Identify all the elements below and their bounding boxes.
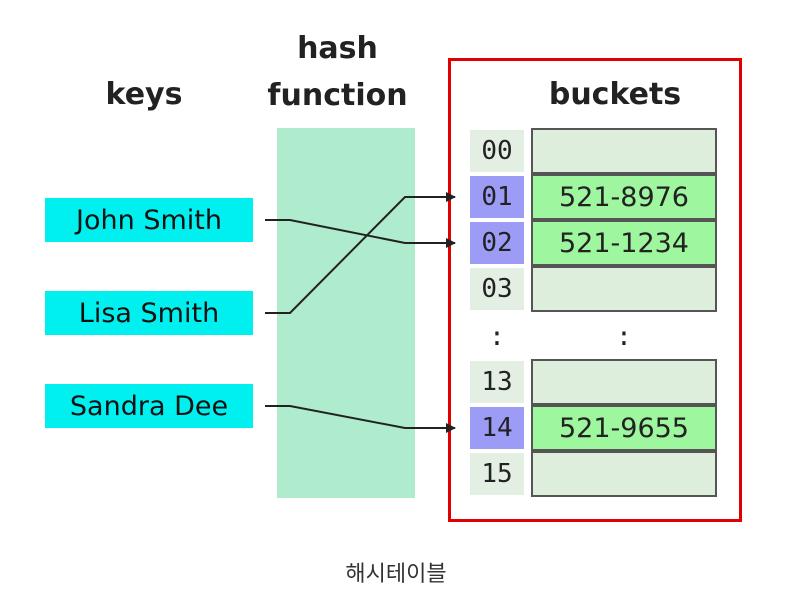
bucket-cell [531, 359, 717, 405]
buckets-frame [448, 58, 742, 522]
bucket-cell: 521-8976 [531, 174, 717, 220]
hash-function-heading: hash function [267, 31, 408, 113]
bucket-index: 03 [470, 268, 524, 310]
bucket-cell [531, 128, 717, 174]
hash-function-band [277, 128, 415, 498]
buckets-heading: buckets [548, 77, 682, 112]
bucket-index: 00 [470, 130, 524, 172]
key-john-smith: John Smith [45, 198, 253, 242]
bucket-cell: 521-1234 [531, 220, 717, 266]
bucket-index: 02 [470, 222, 524, 264]
bucket-ellipsis: : [616, 322, 632, 352]
key-lisa-smith: Lisa Smith [45, 291, 253, 335]
bucket-index: 01 [470, 176, 524, 218]
bucket-index: 13 [470, 361, 524, 403]
key-sandra-dee: Sandra Dee [45, 384, 253, 428]
arrow-lisa-smith-to-01 [265, 192, 456, 314]
keys-heading: keys [105, 77, 183, 112]
caption: 해시테이블 [345, 562, 447, 587]
bucket-index: 14 [470, 407, 524, 449]
bucket-cell [531, 451, 717, 497]
index-ellipsis: : [489, 322, 505, 352]
bucket-index: 15 [470, 453, 524, 495]
bucket-cell: 521-9655 [531, 405, 717, 451]
arrow-sandra-dee-to-14 [265, 405, 456, 433]
bucket-cell [531, 266, 717, 312]
arrow-john-smith-to-02 [265, 219, 456, 248]
